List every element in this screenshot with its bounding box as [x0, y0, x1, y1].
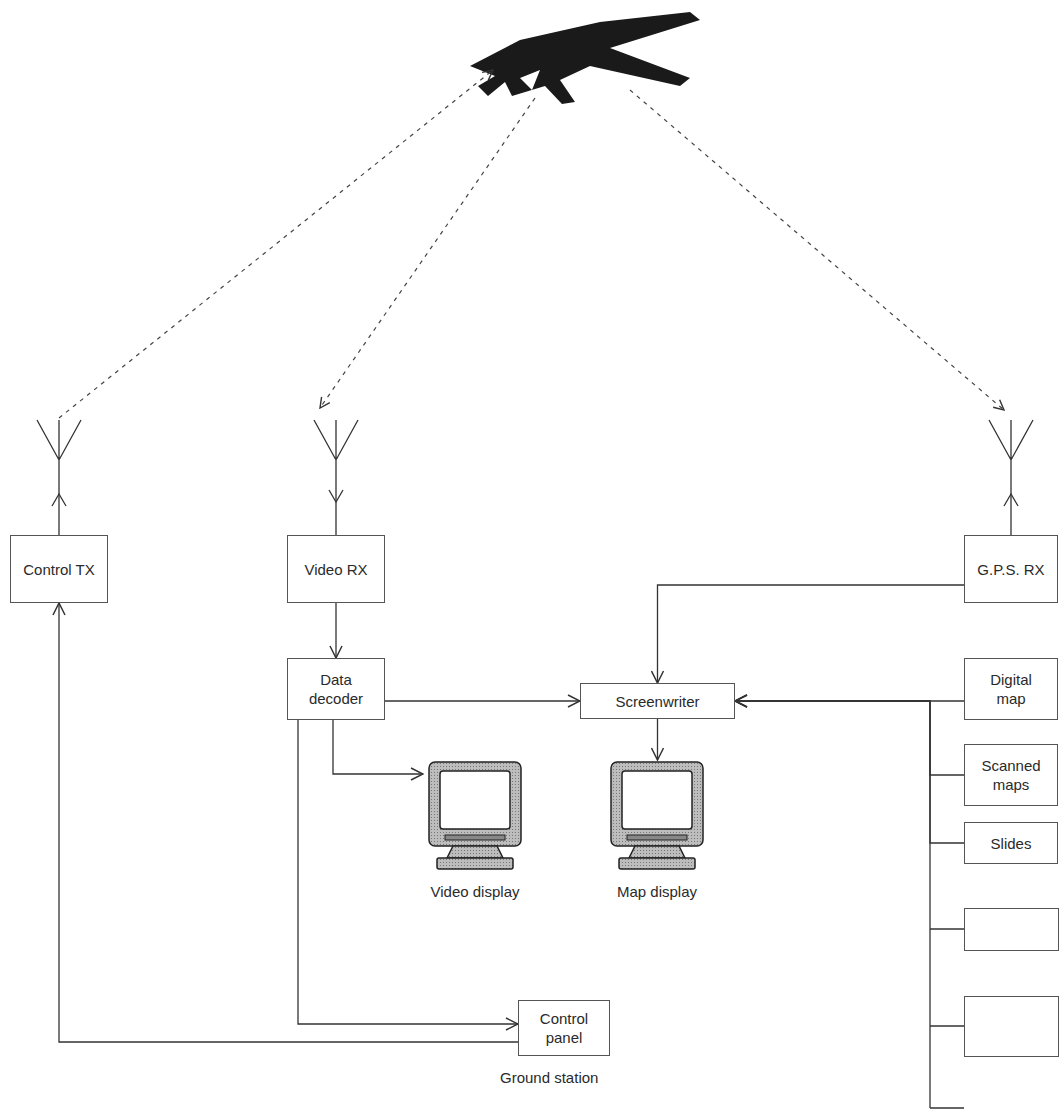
box-label: Slides: [991, 834, 1032, 853]
control-box: Control panel: [518, 1000, 610, 1056]
radio-link: [59, 70, 1004, 418]
signal-connector: [657, 719, 658, 760]
signal-connector: [735, 701, 964, 843]
display-label: Map display: [615, 882, 699, 901]
aircraft: [470, 12, 700, 104]
signal-connector: [59, 603, 518, 1042]
station-label: Ground station: [498, 1068, 600, 1087]
antenna: [37, 420, 1033, 535]
source-box: Scanned maps: [964, 744, 1058, 806]
bus-line: [930, 701, 964, 1108]
box-label: Data decoder: [300, 670, 372, 708]
signal-connector: [385, 700, 580, 701]
receiver-box: Video RX: [287, 535, 385, 603]
source-box: Slides: [964, 822, 1058, 864]
box-label: Digital map: [975, 670, 1047, 708]
box-label: Control panel: [528, 1009, 600, 1047]
signal-connector: [335, 603, 336, 658]
box-label: Video RX: [304, 560, 367, 579]
transmitter-box: Control TX: [10, 535, 108, 603]
process-box: Screenwriter: [580, 683, 735, 719]
box-label: G.P.S. RX: [977, 560, 1044, 579]
box-label: Scanned maps: [975, 756, 1047, 794]
monitor: Video display: [405, 760, 545, 901]
blank-box: [965, 909, 1059, 1057]
box-label: Screenwriter: [615, 692, 699, 711]
signal-connector: [333, 720, 423, 774]
box-label: Control TX: [23, 560, 94, 579]
source-box: Digital map: [964, 658, 1058, 720]
monitor-icon: [607, 760, 707, 872]
receiver-box: G.P.S. RX: [964, 535, 1058, 603]
signal-connector: [658, 585, 965, 683]
display-label: Video display: [429, 882, 522, 901]
decoder-box: Data decoder: [287, 658, 385, 720]
monitor-icon: [425, 760, 525, 872]
monitor: Map display: [582, 760, 732, 901]
